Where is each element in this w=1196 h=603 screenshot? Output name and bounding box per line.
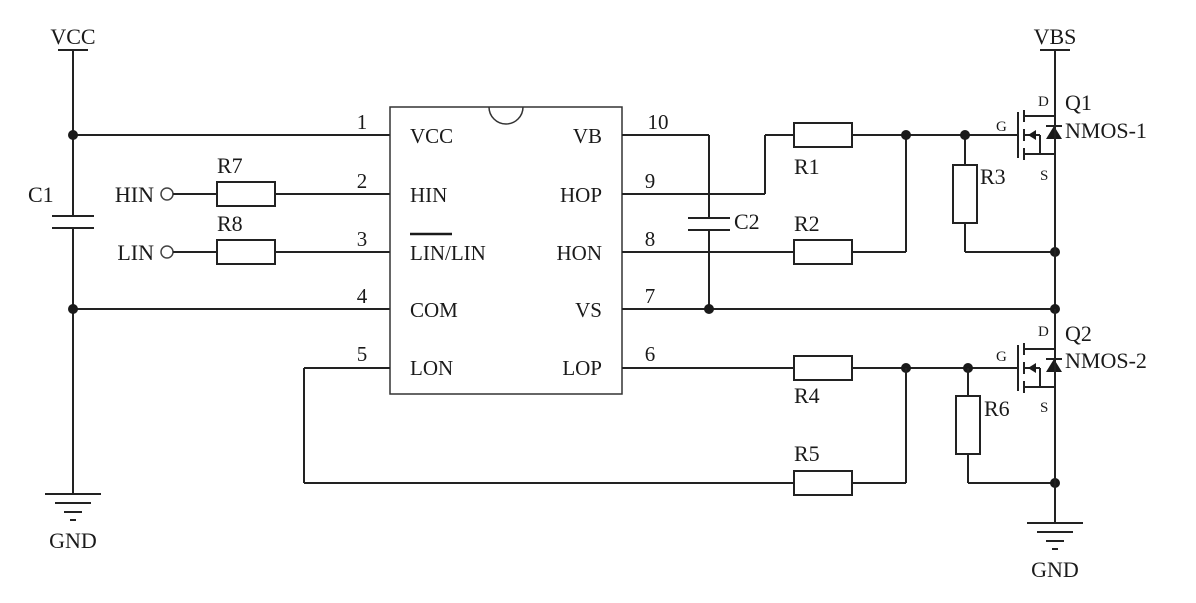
junction-dot <box>68 304 78 314</box>
junction-dot <box>68 130 78 140</box>
vcc-label: VCC <box>50 24 95 49</box>
junction-dot <box>960 130 970 140</box>
gnd-symbol-left: GND <box>45 493 101 553</box>
q2-gate-label: G <box>996 349 1007 365</box>
pin-name: LON <box>410 356 453 380</box>
mosfet-arrow-icon <box>1028 130 1036 140</box>
pin-number: 7 <box>645 284 656 308</box>
vbs-label: VBS <box>1034 24 1077 49</box>
lin-input: LIN R8 <box>117 211 390 265</box>
q1-part-label: NMOS-1 <box>1065 118 1147 143</box>
pin-name: LOP <box>562 356 602 380</box>
gnd-label-right: GND <box>1031 557 1079 582</box>
c2-label: C2 <box>734 209 760 234</box>
q1-drain-label: D <box>1038 94 1049 110</box>
hin-label: HIN <box>115 182 154 207</box>
resistor-r6 <box>955 395 981 455</box>
pin-number: 3 <box>357 227 368 251</box>
lin-terminal-icon <box>160 245 174 259</box>
r1-label: R1 <box>794 154 820 179</box>
q2-ref-label: Q2 <box>1065 321 1092 346</box>
vcc-symbol: VCC <box>50 24 96 51</box>
mosfet-arrow-icon <box>1028 363 1036 373</box>
hin-terminal-icon <box>160 187 174 201</box>
pin-name: COM <box>410 298 458 322</box>
vbs-symbol: VBS <box>1034 24 1077 51</box>
r5-label: R5 <box>794 441 820 466</box>
resistor-r5 <box>793 470 853 496</box>
pin-name: HON <box>557 241 603 265</box>
pin-number: 5 <box>357 342 368 366</box>
q1-ref-label: Q1 <box>1065 90 1092 115</box>
q2-source-label: S <box>1040 400 1048 416</box>
q1-gate-label: G <box>996 119 1007 135</box>
r3-label: R3 <box>980 164 1006 189</box>
pin-number: 10 <box>648 110 669 134</box>
pin-number: 2 <box>357 169 368 193</box>
resistor-r1 <box>793 122 853 148</box>
mosfet-q2: G D S Q2 NMOS-2 <box>996 309 1147 523</box>
mosfet-q1: G D S Q1 NMOS-1 <box>996 50 1147 309</box>
q1-source-label: S <box>1040 168 1048 184</box>
pin-number: 4 <box>357 284 368 308</box>
gnd-label-left: GND <box>49 528 97 553</box>
pin-name: VB <box>573 124 602 148</box>
pin-name: LIN/LIN <box>410 241 486 265</box>
gnd-symbol-right: GND <box>1027 522 1083 582</box>
r7-label: R7 <box>217 153 243 178</box>
resistor-r8 <box>216 239 276 265</box>
r8-label: R8 <box>217 211 243 236</box>
resistor-r7 <box>216 181 276 207</box>
hin-input: HIN R7 <box>115 153 390 207</box>
r2-label: R2 <box>794 211 820 236</box>
resistor-r3 <box>952 164 978 224</box>
r4-label: R4 <box>794 383 820 408</box>
pin-number: 9 <box>645 169 656 193</box>
driver-ic: 1 2 3 4 5 VCC HIN LIN/LIN COM LON VB HOP… <box>357 106 669 395</box>
ic-notch <box>488 106 524 125</box>
capacitor-c1: C1 <box>28 182 94 229</box>
q2-part-label: NMOS-2 <box>1065 348 1147 373</box>
pin-name: VS <box>575 298 602 322</box>
pin-name: VCC <box>410 124 453 148</box>
resistor-r2 <box>793 239 853 265</box>
pin-name: HOP <box>560 183 602 207</box>
capacitor-c2: C2 <box>688 209 760 234</box>
junction-dot <box>704 304 714 314</box>
c1-label: C1 <box>28 182 54 207</box>
pin-number: 6 <box>645 342 656 366</box>
lin-label: LIN <box>117 240 154 265</box>
resistor-r4 <box>793 355 853 381</box>
pin-number: 8 <box>645 227 656 251</box>
pin-number: 1 <box>357 110 368 134</box>
q2-drain-label: D <box>1038 324 1049 340</box>
pin-name: HIN <box>410 183 447 207</box>
r6-label: R6 <box>984 396 1010 421</box>
junction-dot <box>901 130 911 140</box>
